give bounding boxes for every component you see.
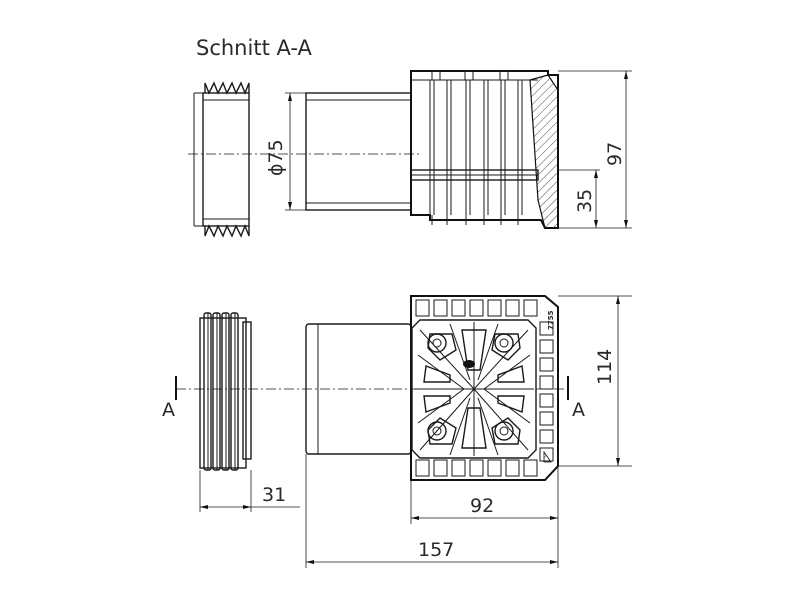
dimension-flange-width: 31 xyxy=(199,470,300,512)
screw-boss-top-left xyxy=(427,333,447,353)
body-rib-cell xyxy=(451,459,466,477)
dimension-body-width: 92 xyxy=(410,466,559,524)
body-rib-cell xyxy=(469,299,484,317)
pipe-section xyxy=(305,92,412,211)
ring-section xyxy=(193,81,250,238)
body-rib-cell xyxy=(433,299,448,317)
body-rib-cell xyxy=(539,411,554,426)
body-rib-cell xyxy=(451,299,466,317)
body-rib-cell xyxy=(415,299,430,317)
dimension-body-width-label: 92 xyxy=(470,495,494,517)
ring-front xyxy=(199,312,252,471)
dimension-flange-width-label: 31 xyxy=(262,484,286,506)
body-rib-cell xyxy=(539,375,554,390)
body-rib-cell xyxy=(523,299,538,317)
body-rib-cell xyxy=(433,459,448,477)
section-marker-right-label: A xyxy=(572,399,585,421)
part-number: 7755 xyxy=(547,310,555,330)
dimension-height-total: 97 xyxy=(558,70,632,229)
body-rib-cell xyxy=(523,459,538,477)
dimension-height-lower: 35 xyxy=(558,169,600,228)
dimension-height-total-label: 97 xyxy=(604,142,626,166)
body-rib-cell xyxy=(505,299,520,317)
body-rib-cell xyxy=(469,459,484,477)
body-rib-cell xyxy=(487,299,502,317)
front-view: 7755 A A 114 31 xyxy=(162,295,632,568)
corner-marker xyxy=(543,450,552,463)
body-rib-cell xyxy=(505,459,520,477)
body-rib-cell xyxy=(415,459,430,477)
drawing-title: Schnitt A-A xyxy=(196,36,312,60)
dimension-overall-length-label: 157 xyxy=(418,539,454,561)
dimension-height-lower-label: 35 xyxy=(574,189,596,213)
screw-boss-bottom-left xyxy=(427,421,447,441)
body-rib-cell xyxy=(487,459,502,477)
housing-section xyxy=(410,70,559,229)
screw-boss-bottom-right xyxy=(494,421,514,441)
section-marker-left-label: A xyxy=(162,399,175,421)
dimension-diameter: ϕ75 xyxy=(265,92,306,211)
section-marker-right: A xyxy=(567,376,585,421)
screw-boss-top-right xyxy=(494,333,514,353)
body-rib-cell xyxy=(539,339,554,354)
body-rib-cell xyxy=(539,357,554,372)
body-rib-cell xyxy=(539,429,554,444)
section-marker-left: A xyxy=(162,376,177,421)
body-rib-cell xyxy=(539,321,554,336)
body-front: 7755 xyxy=(410,295,559,481)
body-rib-cell xyxy=(539,393,554,408)
logo-mark xyxy=(463,360,475,368)
section-view: ϕ75 97 35 xyxy=(188,70,632,238)
dimension-diameter-label: ϕ75 xyxy=(265,139,287,176)
dimension-overall-length: 157 xyxy=(305,454,559,568)
dimension-width-height: 114 xyxy=(558,295,632,467)
dimension-width-height-label: 114 xyxy=(594,349,616,385)
